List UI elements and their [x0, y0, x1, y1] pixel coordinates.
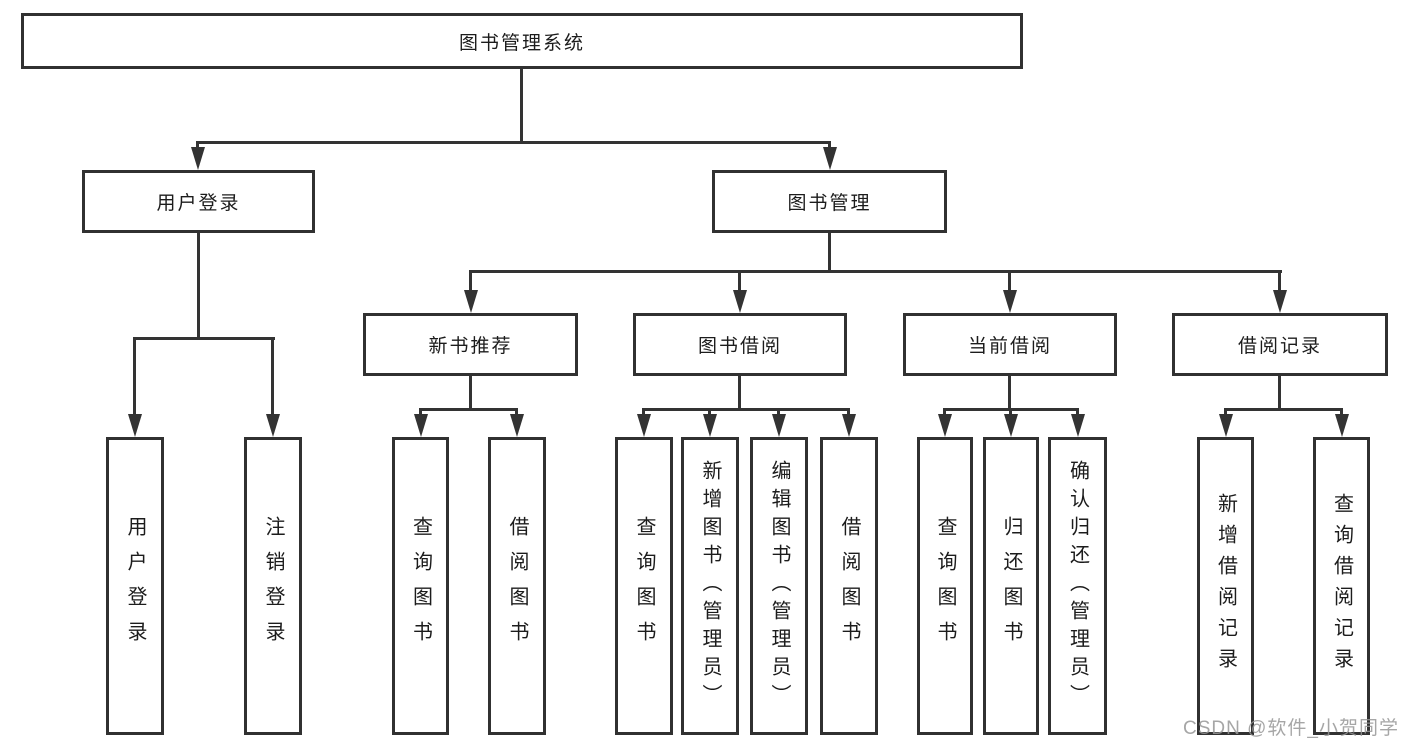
edge-line [1340, 408, 1343, 417]
node-current-borrowing: 当前借阅 [903, 313, 1117, 376]
arrowhead-icon [128, 414, 142, 437]
node-book-management-label: 图书管理 [787, 193, 872, 214]
edge-line [708, 408, 711, 417]
edge-line [777, 408, 780, 417]
edge-line [469, 376, 472, 408]
node-bb-query-books-label: 查询图书 [633, 516, 655, 656]
node-bb-add-books-admin-label: 新增图书（管理员） [699, 460, 721, 712]
node-bb-add-books-admin: 新增图书（管理员） [681, 437, 739, 735]
edge-line [515, 408, 518, 417]
edge-line [520, 69, 523, 141]
csdn-watermark: CSDN @软件_小贺同学 [1183, 718, 1399, 739]
edge-line [943, 408, 946, 417]
edge-line [738, 270, 741, 292]
edge-line [828, 141, 831, 151]
arrowhead-icon [1335, 414, 1349, 437]
node-bb-borrow-books-label: 借阅图书 [838, 516, 860, 656]
node-library-system-label: 图书管理系统 [458, 32, 585, 54]
arrowhead-icon [703, 414, 717, 437]
arrowhead-icon [464, 290, 478, 313]
edge-line [196, 141, 199, 151]
node-new-book-recommend-label: 新书推荐 [428, 336, 513, 357]
arrowhead-icon [1071, 414, 1085, 437]
node-bb-query-books: 查询图书 [615, 437, 673, 735]
node-borrowing-records: 借阅记录 [1172, 313, 1388, 376]
node-br-add-record: 新增借阅记录 [1197, 437, 1254, 735]
node-nbr-borrow-books: 借阅图书 [488, 437, 546, 735]
node-user-login: 用户登录 [106, 437, 164, 735]
arrowhead-icon [842, 414, 856, 437]
node-nbr-borrow-books-label: 借阅图书 [506, 516, 528, 656]
node-cb-return-books-label: 归还图书 [1000, 516, 1022, 656]
edge-line [1278, 270, 1281, 292]
node-cb-query-books-label: 查询图书 [934, 516, 956, 656]
node-br-add-record-label: 新增借阅记录 [1214, 493, 1237, 679]
arrowhead-icon [1273, 290, 1287, 313]
arrowhead-icon [637, 414, 651, 437]
arrowhead-icon [266, 414, 280, 437]
edge-line [469, 270, 1282, 273]
node-bb-edit-books-admin-label: 编辑图书（管理员） [768, 460, 790, 712]
edge-line [1278, 376, 1281, 408]
edge-line [1009, 408, 1012, 417]
edge-line [642, 408, 645, 417]
edge-line [1224, 408, 1227, 417]
edge-line [197, 233, 200, 337]
edge-line [1076, 408, 1079, 417]
node-user-login-label: 用户登录 [124, 516, 146, 656]
node-cb-confirm-return-admin-label: 确认归还（管理员） [1066, 460, 1089, 712]
arrowhead-icon [1219, 414, 1233, 437]
node-logout: 注销登录 [244, 437, 302, 735]
node-br-query-record-label: 查询借阅记录 [1330, 493, 1353, 679]
edge-line [419, 408, 422, 417]
edge-line [828, 233, 831, 270]
edge-line [133, 337, 136, 414]
edge-line [738, 376, 741, 408]
arrowhead-icon [191, 147, 205, 170]
node-book-borrowing: 图书借阅 [633, 313, 847, 376]
node-borrowing-records-label: 借阅记录 [1237, 336, 1322, 357]
node-nbr-query-books: 查询图书 [392, 437, 449, 735]
node-cb-confirm-return-admin: 确认归还（管理员） [1048, 437, 1107, 735]
node-nbr-query-books-label: 查询图书 [409, 516, 432, 656]
node-new-book-recommend: 新书推荐 [363, 313, 578, 376]
edge-line [1008, 270, 1011, 292]
node-logout-label: 注销登录 [262, 516, 284, 656]
arrowhead-icon [1004, 414, 1018, 437]
arrowhead-icon [938, 414, 952, 437]
edge-line [133, 337, 275, 340]
node-book-borrowing-label: 图书借阅 [697, 336, 782, 357]
arrowhead-icon [772, 414, 786, 437]
node-br-query-record: 查询借阅记录 [1313, 437, 1370, 735]
edge-line [271, 337, 274, 414]
arrowhead-icon [510, 414, 524, 437]
arrowhead-icon [733, 290, 747, 313]
arrowhead-icon [1003, 290, 1017, 313]
node-library-system: 图书管理系统 [21, 13, 1023, 69]
node-cb-return-books: 归还图书 [983, 437, 1039, 735]
edge-line [469, 270, 472, 292]
node-bb-borrow-books: 借阅图书 [820, 437, 878, 735]
node-user-login-group-label: 用户登录 [156, 193, 241, 214]
node-current-borrowing-label: 当前借阅 [967, 336, 1052, 357]
edge-line [1008, 376, 1011, 408]
edge-line [1224, 408, 1343, 411]
node-bb-edit-books-admin: 编辑图书（管理员） [750, 437, 808, 735]
node-cb-query-books: 查询图书 [917, 437, 973, 735]
edge-line [847, 408, 850, 417]
arrowhead-icon [823, 147, 837, 170]
node-user-login-group: 用户登录 [82, 170, 315, 233]
edge-line [642, 408, 850, 411]
node-book-management: 图书管理 [712, 170, 947, 233]
edge-line [419, 408, 518, 411]
arrowhead-icon [414, 414, 428, 437]
edge-line [196, 141, 831, 144]
